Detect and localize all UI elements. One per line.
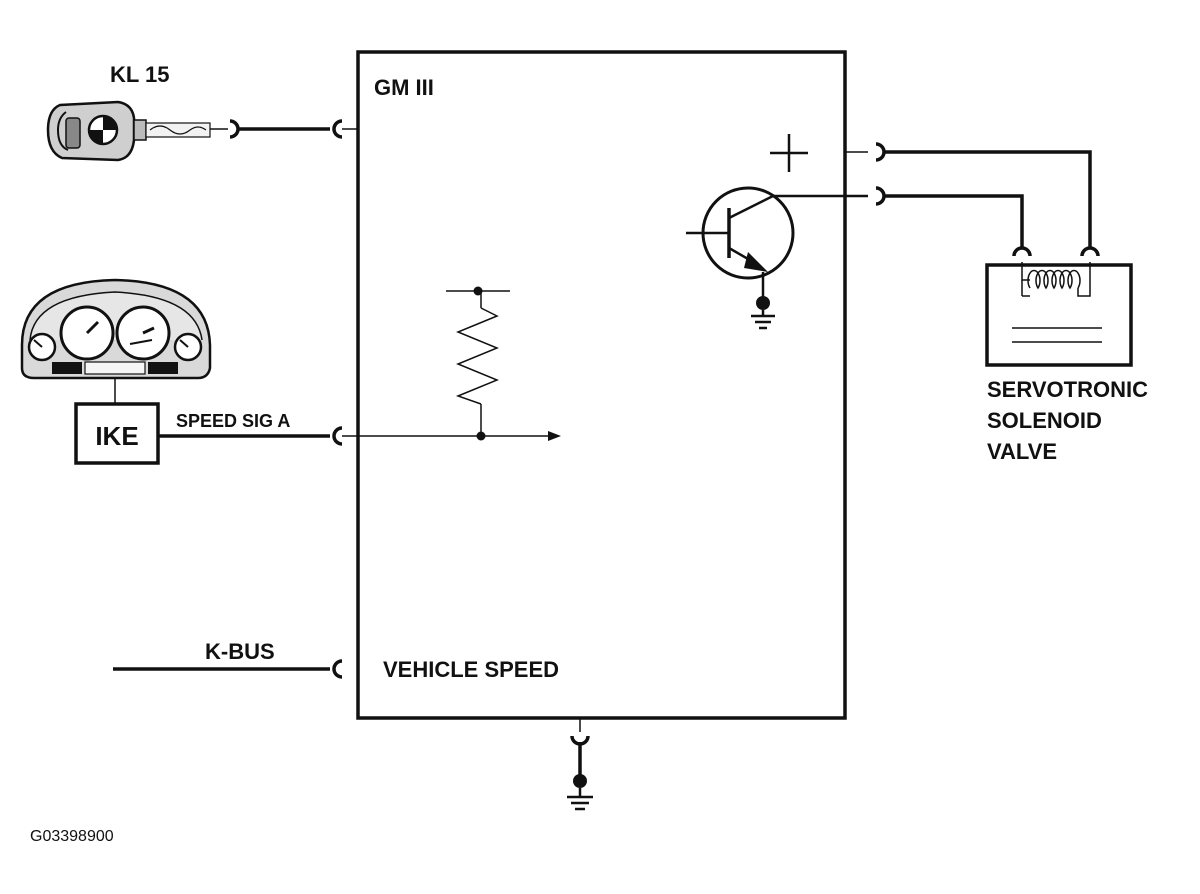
kl15-label: KL 15 — [110, 62, 170, 87]
kl15-connector-female — [332, 119, 343, 139]
kl15-connector-male — [229, 119, 240, 139]
output-connector — [875, 186, 886, 206]
gm3-module-box — [356, 50, 847, 720]
supply-connector — [875, 142, 886, 162]
kbus-label: K-BUS — [205, 639, 275, 664]
vehicle-speed-label: VEHICLE SPEED — [383, 657, 559, 682]
supply-wire — [884, 150, 1092, 248]
ignition-key-icon — [46, 100, 211, 162]
solenoid-coil-icon — [1021, 262, 1091, 297]
transistor-ground-icon — [751, 310, 775, 330]
ike-label: IKE — [95, 421, 138, 451]
pullup-resistor-icon — [455, 307, 499, 405]
transistor-icon — [686, 186, 795, 280]
valve-label-line3: VALVE — [987, 439, 1057, 464]
output-wire — [884, 194, 1024, 248]
kbus-connector — [332, 659, 343, 679]
plus-supply-icon — [770, 134, 808, 172]
valve-label-line1: SERVOTRONIC — [987, 377, 1148, 402]
servotronic-valve-box — [985, 263, 1133, 367]
instrument-cluster-icon — [20, 278, 212, 380]
figure-id: G03398900 — [30, 828, 114, 845]
speed-connector — [332, 426, 343, 446]
valve-label-line2: SOLENOID — [987, 408, 1102, 433]
ground-icon — [567, 788, 593, 811]
signal-arrow-icon — [548, 431, 561, 441]
module-label: GM III — [374, 75, 434, 100]
ike-box — [74, 402, 160, 465]
speed-signal-label: SPEED SIG A — [176, 411, 290, 431]
